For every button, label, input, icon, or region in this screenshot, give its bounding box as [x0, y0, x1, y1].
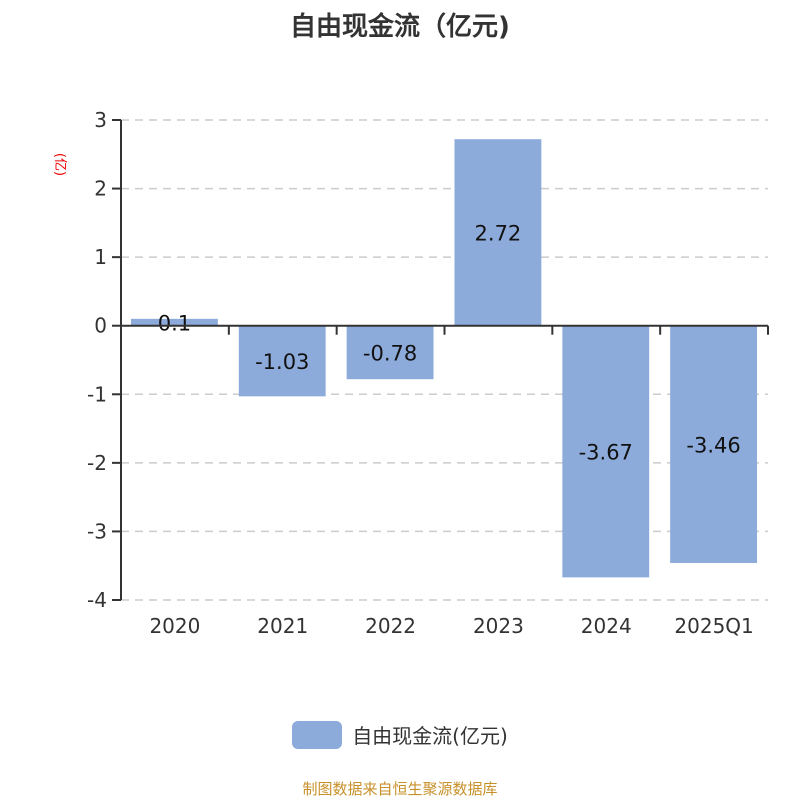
bar	[346, 325, 434, 380]
source-footer: 制图数据来自恒生聚源数据库	[302, 780, 498, 798]
bar	[562, 325, 650, 578]
y-tick-label: -2	[87, 451, 107, 475]
x-tick-label: 2021	[257, 614, 308, 638]
y-tick-label: -4	[87, 588, 107, 612]
x-tick-label: 2023	[473, 614, 524, 638]
data-label: -3.67	[579, 441, 633, 465]
bar	[131, 318, 218, 326]
data-label: -3.46	[686, 433, 740, 457]
x-tick-label: 2020	[149, 614, 200, 638]
data-label: 0.1	[158, 311, 191, 335]
x-tick-label: 2025Q1	[674, 614, 753, 638]
data-label: 2.72	[475, 221, 522, 245]
y-tick-label: -1	[87, 382, 107, 406]
x-tick-label: 2024	[581, 614, 632, 638]
legend[interactable]: 自由现金流(亿元)	[0, 720, 800, 749]
legend-swatch	[292, 720, 343, 749]
bar	[238, 325, 326, 397]
chart-title: 自由现金流（亿元)	[290, 12, 510, 42]
x-tick-label: 2022	[365, 614, 416, 638]
y-tick-label: 2	[94, 177, 107, 201]
y-tick-label: -3	[87, 519, 107, 543]
y-tick-label: 1	[94, 245, 107, 269]
bar	[454, 139, 542, 326]
data-label: -1.03	[255, 350, 309, 374]
data-label: -0.78	[363, 341, 417, 365]
y-tick-label: 3	[94, 108, 107, 132]
legend-label: 自由现金流(亿元)	[352, 724, 508, 748]
y-tick-label: 0	[94, 314, 107, 338]
bar	[670, 325, 757, 563]
